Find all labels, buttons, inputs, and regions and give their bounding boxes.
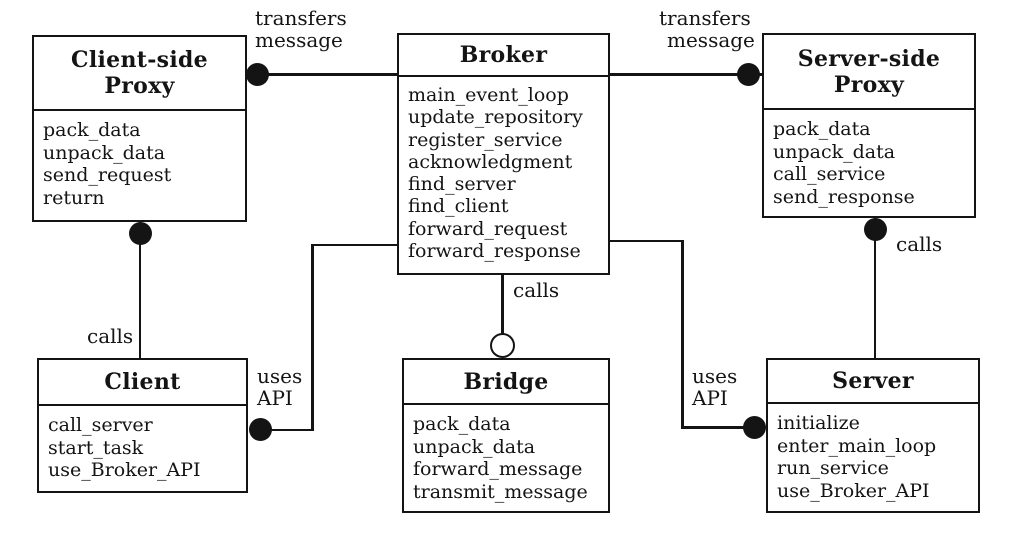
class-title: Server-side Proxy	[764, 35, 974, 110]
filled-circle-icon	[863, 218, 887, 241]
filled-circle-icon	[248, 418, 272, 441]
edge-broker-serverproxy	[610, 73, 762, 76]
label-transfers-message-left: transfers message	[255, 7, 347, 51]
method-label: update_repository	[408, 106, 583, 129]
edge-clientproxy-broker	[247, 73, 397, 76]
method-label: find_server	[408, 173, 516, 196]
class-box-client-side-proxy: Client-side Proxy pack_data unpack_data …	[32, 35, 247, 222]
class-methods: call_server start_task use_Broker_API	[39, 406, 246, 482]
method-label: forward_request	[408, 217, 568, 240]
method-label: use_Broker_API	[48, 459, 201, 481]
method-label: call_server	[48, 414, 153, 436]
class-methods: main_event_loop update_repository regist…	[399, 77, 608, 262]
class-title-line: Bridge	[463, 368, 549, 395]
method-label: transmit_message	[413, 480, 588, 503]
class-title: Client	[39, 360, 246, 406]
class-box-client: Client call_server start_task use_Broker…	[37, 358, 248, 493]
class-box-bridge: Bridge pack_data unpack_data forward_mes…	[402, 358, 610, 513]
label-calls-left: calls	[87, 325, 133, 347]
class-methods: pack_data unpack_data forward_message tr…	[404, 405, 608, 503]
method-label: return	[43, 186, 105, 209]
method-label: pack_data	[773, 118, 871, 140]
edge-broker-bridge	[501, 275, 504, 334]
edge-client-broker-vertical	[311, 243, 314, 431]
class-title-line: Server-side	[797, 45, 941, 72]
method-label: unpack_data	[43, 141, 166, 164]
label-line: uses	[692, 364, 738, 388]
class-methods: pack_data unpack_data call_service send_…	[764, 110, 974, 208]
label-line: calls	[896, 232, 943, 256]
class-box-server-side-proxy: Server-side Proxy pack_data unpack_data …	[762, 33, 976, 218]
class-methods: pack_data unpack_data send_request retur…	[34, 111, 245, 209]
label-calls-right: calls	[896, 233, 942, 255]
method-label: use_Broker_API	[777, 479, 930, 502]
method-label: forward_message	[413, 458, 583, 480]
label-line: API	[257, 386, 293, 410]
label-uses-api-left: uses API	[257, 365, 302, 409]
label-line: message	[255, 28, 343, 52]
method-label: start_task	[48, 436, 144, 459]
class-methods: initialize enter_main_loop run_service u…	[768, 404, 978, 502]
method-label: unpack_data	[773, 140, 896, 163]
method-label: main_event_loop	[408, 84, 569, 106]
edge-server-broker-top	[610, 239, 683, 242]
edge-server-broker-vertical	[681, 239, 684, 428]
class-title-line: Proxy	[104, 73, 175, 99]
label-uses-api-right: uses API	[692, 365, 737, 409]
class-title-line: Broker	[459, 42, 548, 68]
label-transfers-message-right: transfers message	[659, 7, 755, 51]
method-label: acknowledgment	[408, 150, 573, 173]
class-title: Client-side Proxy	[34, 37, 245, 111]
edge-server-broker-bottom	[681, 426, 751, 429]
label-line: calls	[513, 278, 560, 302]
method-label: enter_main_loop	[777, 434, 937, 457]
class-title-line: Proxy	[833, 71, 905, 98]
method-label: find_client	[408, 195, 509, 218]
class-title: Broker	[399, 35, 608, 77]
label-calls-bridge: calls	[513, 279, 559, 301]
edge-client-broker-bottom	[258, 428, 311, 431]
label-line: uses	[257, 364, 303, 388]
method-label: register_service	[408, 128, 563, 151]
method-label: send_response	[773, 185, 915, 208]
method-label: initialize	[777, 412, 860, 434]
method-label: pack_data	[43, 119, 141, 141]
class-title: Bridge	[404, 360, 608, 405]
filled-circle-icon	[742, 415, 766, 439]
class-title-line: Server	[832, 368, 914, 394]
method-label: send_request	[43, 164, 172, 186]
class-title: Server	[768, 360, 978, 404]
method-label: unpack_data	[413, 435, 536, 458]
open-circle-icon	[489, 332, 515, 358]
filled-circle-icon	[736, 63, 760, 86]
class-box-broker: Broker main_event_loop update_repository…	[397, 33, 610, 275]
label-line: message	[667, 28, 755, 52]
method-label: run_service	[777, 457, 889, 479]
label-line: calls	[87, 324, 134, 348]
method-label: call_service	[773, 163, 886, 185]
class-title-line: Client	[104, 369, 181, 395]
edge-serverproxy-server	[873, 218, 876, 358]
edge-client-broker-top	[311, 243, 397, 246]
edge-clientproxy-client	[138, 222, 141, 358]
method-label: forward_response	[408, 240, 581, 263]
method-label: pack_data	[413, 413, 511, 435]
label-line: API	[692, 386, 728, 410]
filled-circle-icon	[128, 221, 152, 245]
class-title-line: Client-side	[71, 47, 208, 73]
class-box-server: Server initialize enter_main_loop run_se…	[766, 358, 980, 513]
label-line: transfers	[659, 6, 751, 30]
label-line: transfers	[255, 6, 347, 30]
filled-circle-icon	[245, 63, 269, 86]
